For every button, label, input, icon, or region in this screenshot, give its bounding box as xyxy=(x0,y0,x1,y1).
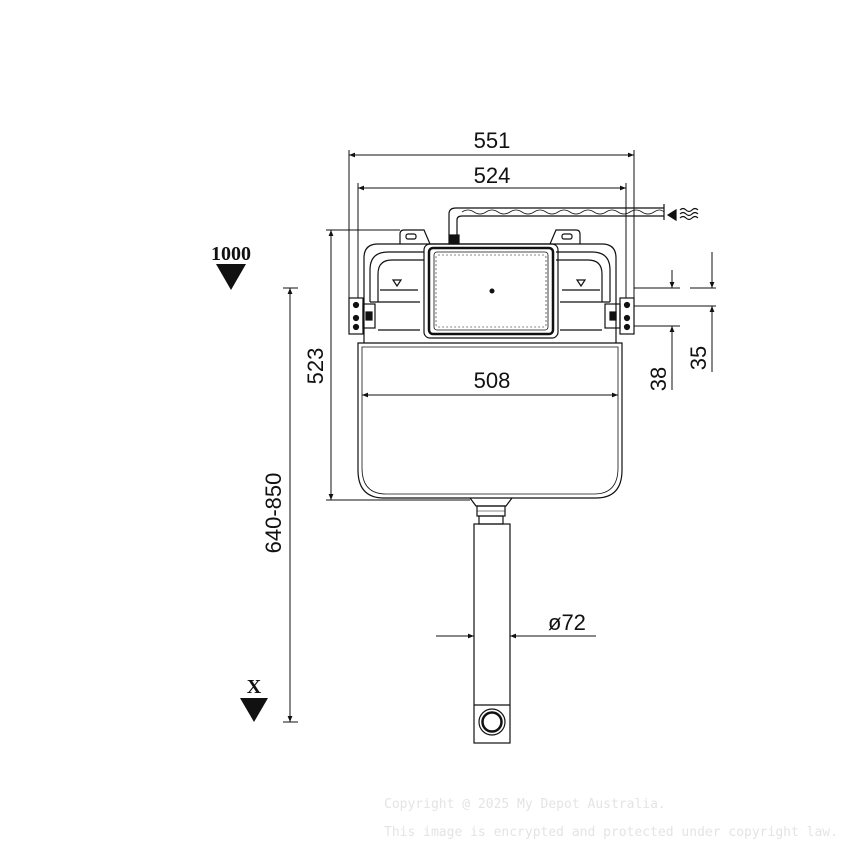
side-frame-right xyxy=(556,251,611,331)
dimension-label-35: 35 xyxy=(686,346,711,370)
water-inlet-hose xyxy=(448,204,665,245)
dimension-label-523: 523 xyxy=(303,348,328,385)
level-marker-triangle-icon xyxy=(216,264,246,290)
access-panel xyxy=(423,243,559,339)
cistern-tank xyxy=(357,229,623,499)
dimension-label-524: 524 xyxy=(474,163,511,188)
level-marker-label-1000: 1000 xyxy=(211,243,251,265)
dimension-label-551: 551 xyxy=(474,128,511,153)
dimension-label-38: 38 xyxy=(646,367,671,391)
flush-pipe xyxy=(469,497,513,744)
watermark-copyright: Copyright @ 2025 My Depot Australia. xyxy=(384,797,666,812)
dimension-label-508: 508 xyxy=(474,368,511,393)
watermark-notice: This image is encrypted and protected un… xyxy=(384,825,838,840)
level-marker-label-x: X xyxy=(247,676,262,698)
water-inlet-icon xyxy=(666,207,699,222)
side-frame-left xyxy=(369,251,424,331)
dimension-label-pipe-diameter: ø72 xyxy=(548,610,586,635)
bracket-right xyxy=(604,297,635,335)
dimension-lines xyxy=(283,150,716,723)
dimension-label-640-850: 640-850 xyxy=(261,473,286,554)
bracket-left xyxy=(348,297,376,335)
outlet-marker-triangle-icon xyxy=(240,698,268,722)
